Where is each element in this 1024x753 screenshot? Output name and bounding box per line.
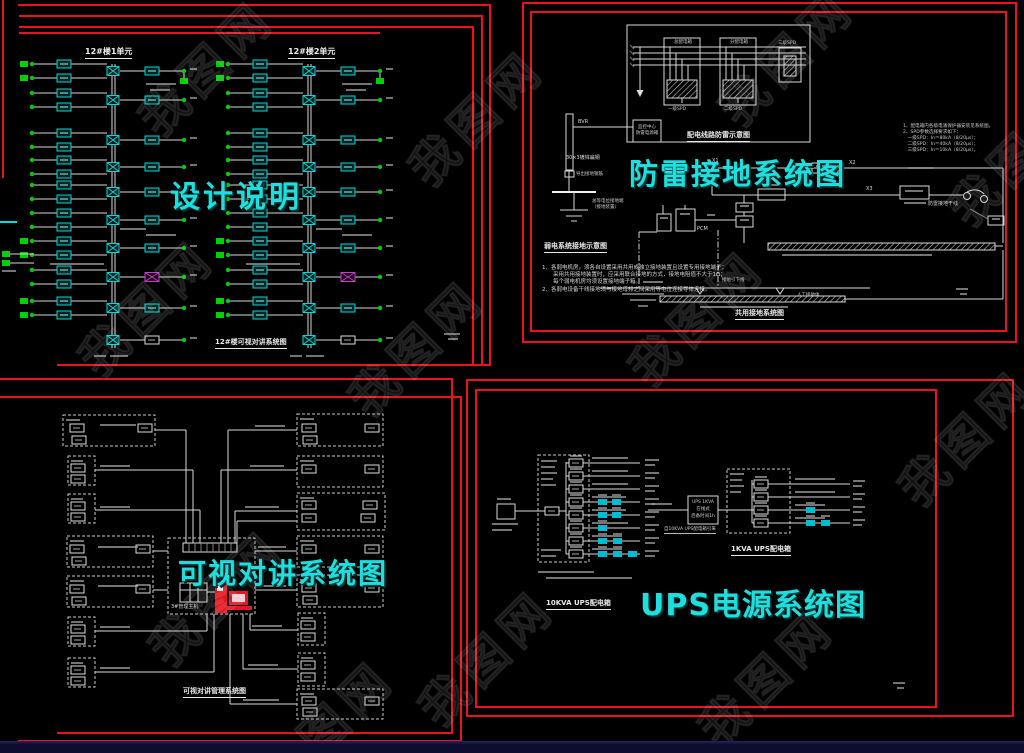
red-borders: [0, 0, 1017, 742]
ups-unit-l1: UPS 1KVA: [692, 500, 714, 505]
center-powerbox-l2: 防雷电源箱: [635, 131, 659, 136]
riser-caption: 12#楼可视对讲系统图: [215, 337, 287, 349]
down-line-label: 接地引下线: [722, 278, 745, 283]
surge-caption: 配电线路防雷示意图: [687, 130, 750, 142]
ups-title: UPS电源系统图: [640, 588, 866, 623]
pcm-label: PCM: [697, 226, 708, 232]
lightning-title: 防雷接地系统图: [629, 157, 847, 191]
spd2-label: 二级SPD: [724, 107, 743, 112]
main-distribution-box-label: 总配电箱: [674, 40, 692, 45]
spd1-label: 一级SPD: [668, 107, 687, 112]
earth-terminal-l1: 总等电位接地端: [592, 199, 624, 204]
earth-terminal-l2: （接地装置）: [592, 205, 619, 210]
spd3-label: 三级SPD: [778, 41, 797, 46]
intercom-diagram: [62, 413, 386, 720]
artificial-earth-label: 人工接地体: [797, 293, 820, 298]
note-line: 1、各弱电机房，须各自设置采用共用或独立接地装置且设置专用接地端子；: [542, 265, 728, 271]
ups-right-caption: 1KVA UPS配电箱: [731, 544, 791, 556]
center-powerbox-l1: 监控中心: [638, 125, 656, 130]
bvr-label: BVR: [578, 119, 589, 125]
manager-unit-label: 3#管理主机: [171, 604, 199, 610]
intercom-title: 可视对讲系统图: [178, 557, 389, 590]
ups-unit-l2: 在线式: [696, 507, 710, 512]
lightning-diagram: [552, 24, 1005, 308]
spd-notes: 1、配电箱内各级电涌保护器安装见系统图。 2、SPD参数选择要求如下： 一级SP…: [903, 124, 1007, 154]
x3-label: X3: [866, 186, 873, 192]
x1-label: X1: [712, 158, 719, 164]
design-notes-overlay-title: 设计说明: [170, 180, 302, 215]
intercom-caption: 可视对讲管理系统图: [183, 686, 246, 698]
note-line: 2、SPD参数选择要求如下：: [903, 130, 962, 136]
down-lead-label: 导出接地钢筋: [576, 172, 603, 177]
riser-unit2-header: 12#楼2单元: [288, 46, 336, 59]
flat-steel-label: 30×3镀锌扁钢: [566, 155, 600, 161]
trunk-label: 防雷接地干线: [928, 201, 959, 207]
note-line: 1、配电箱内各级电涌保护器安装见系统图。: [903, 124, 994, 129]
shared-ground-caption: 共用接地系统图: [735, 308, 784, 320]
riser-unit1-header: 12#楼1单元: [85, 46, 133, 59]
ups-diagram: [492, 454, 905, 689]
note-line: 2、各弱电设备干线接地须与接地母排之间采用等电位连接导体连接。: [542, 286, 711, 293]
bottom-strip: [0, 741, 1024, 753]
note-line: 一级SPD：In＝80kA（8/20μs）；: [903, 136, 979, 142]
note-line: 三级SPD：In＝10kA（8/20μs）。: [903, 148, 979, 154]
ups-left-caption: 10KVA UPS配电箱: [546, 598, 611, 610]
x2-label: X2: [849, 160, 856, 166]
ups-feed-note: 自10KVA UPS配电箱引来: [664, 527, 716, 534]
weak-current-ground-caption: 弱电系统接地示意图: [544, 241, 607, 253]
riser-diagram: [2, 60, 460, 356]
note-line: 二级SPD：In＝40kA（8/20μs）；: [903, 142, 979, 148]
lightning-notes: 1、各弱电机房，须各自设置采用共用或独立接地装置且设置专用接地端子； 采用共用接…: [542, 265, 737, 294]
note-line: 采用共用接地装置时，应采用联合接地的方式，接地电阻值不大于1Ω；: [542, 272, 726, 279]
note-line: 每个弱电机房均须设置接地端子箱。: [542, 279, 642, 286]
sub-distribution-box-label: 分配电箱: [730, 40, 748, 45]
ups-unit-l3: 后备时间1h: [691, 514, 715, 519]
